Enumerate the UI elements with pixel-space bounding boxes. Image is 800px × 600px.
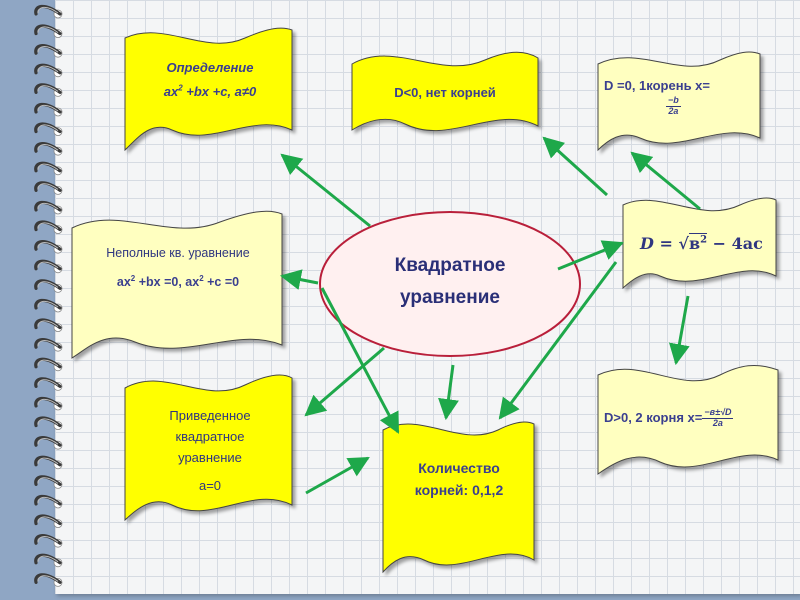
incomplete-f1-base: ax — [117, 276, 131, 290]
discriminant-sqrt: √ — [678, 234, 689, 253]
discriminant-formula: D = √в2 − 4ac — [640, 234, 763, 253]
d-zero-text: D =0, 1корень x= −b 2a — [604, 76, 754, 117]
arrow-to-roots-from-center — [446, 365, 453, 418]
definition-formula-base: ax — [164, 84, 178, 99]
definition-formula-rest: +bx +c, a≠0 — [183, 84, 257, 99]
reduced-line-4: a=0 — [130, 476, 290, 497]
d-zero-fraction: −b 2a — [666, 96, 681, 117]
arrow-reduced-to-roots — [306, 458, 368, 493]
definition-title: Определение — [130, 58, 290, 78]
center-line-1: Квадратное — [370, 250, 530, 282]
roots-count-line-1: Количество — [386, 457, 532, 479]
roots-count-line-2: корней: 0,1,2 — [386, 479, 532, 501]
d-positive-label: D>0, 2 корня x= — [604, 410, 702, 425]
arrow-to-definition — [282, 155, 370, 226]
reduced-text: Приведенное квадратное уравнение a=0 — [130, 406, 290, 497]
discriminant-lhs: D — [640, 234, 654, 253]
definition-formula: ax2 +bx +c, a≠0 — [130, 82, 290, 102]
d-negative-text: D<0, нет корней — [356, 83, 534, 103]
reduced-line-3: уравнение — [130, 448, 290, 469]
reduced-line-1: Приведенное — [130, 406, 290, 427]
d-positive-fraction: −в±√D 2a — [702, 408, 733, 429]
center-line-2: уравнение — [370, 282, 530, 314]
arrow-to-d-positive — [676, 296, 688, 363]
incomplete-f1-mid: +bx =0, ax — [135, 276, 199, 290]
discriminant-exp: 2 — [700, 235, 707, 246]
d-positive-text: D>0, 2 корня x= −в±√D 2a — [604, 408, 776, 429]
arrow-to-incomplete — [282, 276, 318, 283]
center-label: Квадратное уравнение — [370, 250, 530, 315]
discriminant-radicand: в — [689, 234, 700, 253]
d-zero-label: D =0, 1корень x= — [604, 78, 710, 93]
reduced-line-2: квадратное — [130, 427, 290, 448]
roots-count-text: Количество корней: 0,1,2 — [386, 457, 532, 502]
discriminant-eq: = — [654, 234, 679, 253]
d-zero-frac-den: 2a — [666, 107, 681, 117]
discriminant-rest: − 4ac — [707, 234, 763, 253]
definition-text: Определение ax2 +bx +c, a≠0 — [130, 58, 290, 102]
d-positive-frac-den: 2a — [702, 419, 733, 429]
incomplete-title: Неполные кв. уравнение — [76, 244, 280, 263]
incomplete-formula: ax2 +bx =0, ax2 +c =0 — [76, 273, 280, 293]
incomplete-f2-rest: +c =0 — [204, 276, 239, 290]
incomplete-text: Неполные кв. уравнение ax2 +bx =0, ax2 +… — [76, 244, 280, 293]
